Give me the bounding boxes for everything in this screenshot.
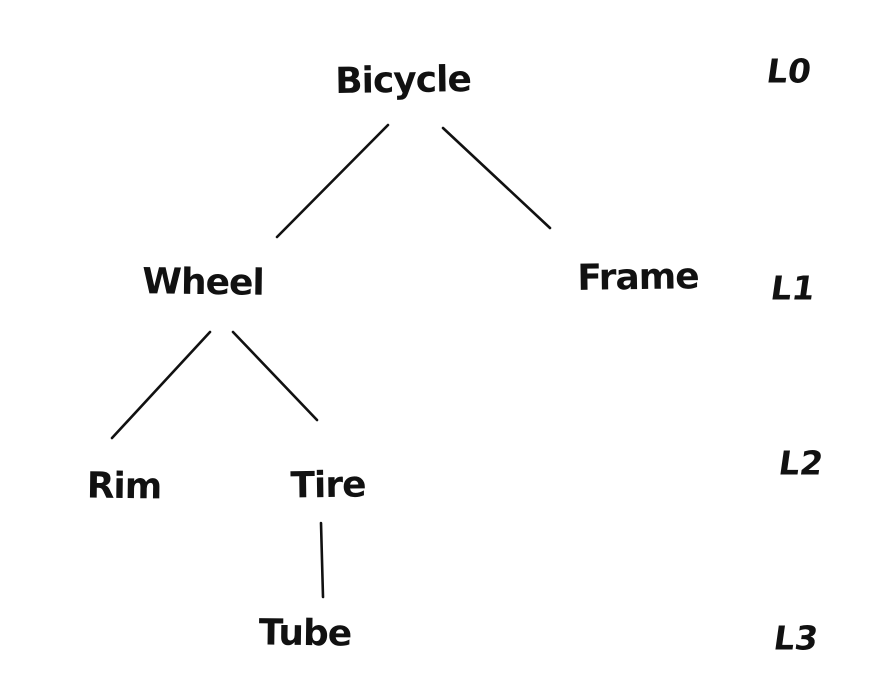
level-label-l0: L0 [764, 51, 814, 91]
node-tube: Tube [258, 612, 352, 655]
edge-bicycle-wheel [275, 123, 390, 239]
node-frame: Frame [577, 256, 699, 299]
node-wheel: Wheel [142, 261, 265, 304]
node-rim: Rim [86, 465, 162, 508]
edge-bicycle-frame [441, 126, 552, 230]
node-bicycle: Bicycle [334, 59, 472, 102]
edge-tire-tube [319, 521, 325, 599]
node-tire: Tire [290, 464, 366, 507]
edge-wheel-rim [110, 330, 212, 440]
edge-wheel-tire [231, 330, 319, 422]
level-label-l2: L2 [776, 443, 826, 483]
level-label-l1: L1 [768, 268, 818, 308]
level-label-l3: L3 [771, 618, 821, 658]
